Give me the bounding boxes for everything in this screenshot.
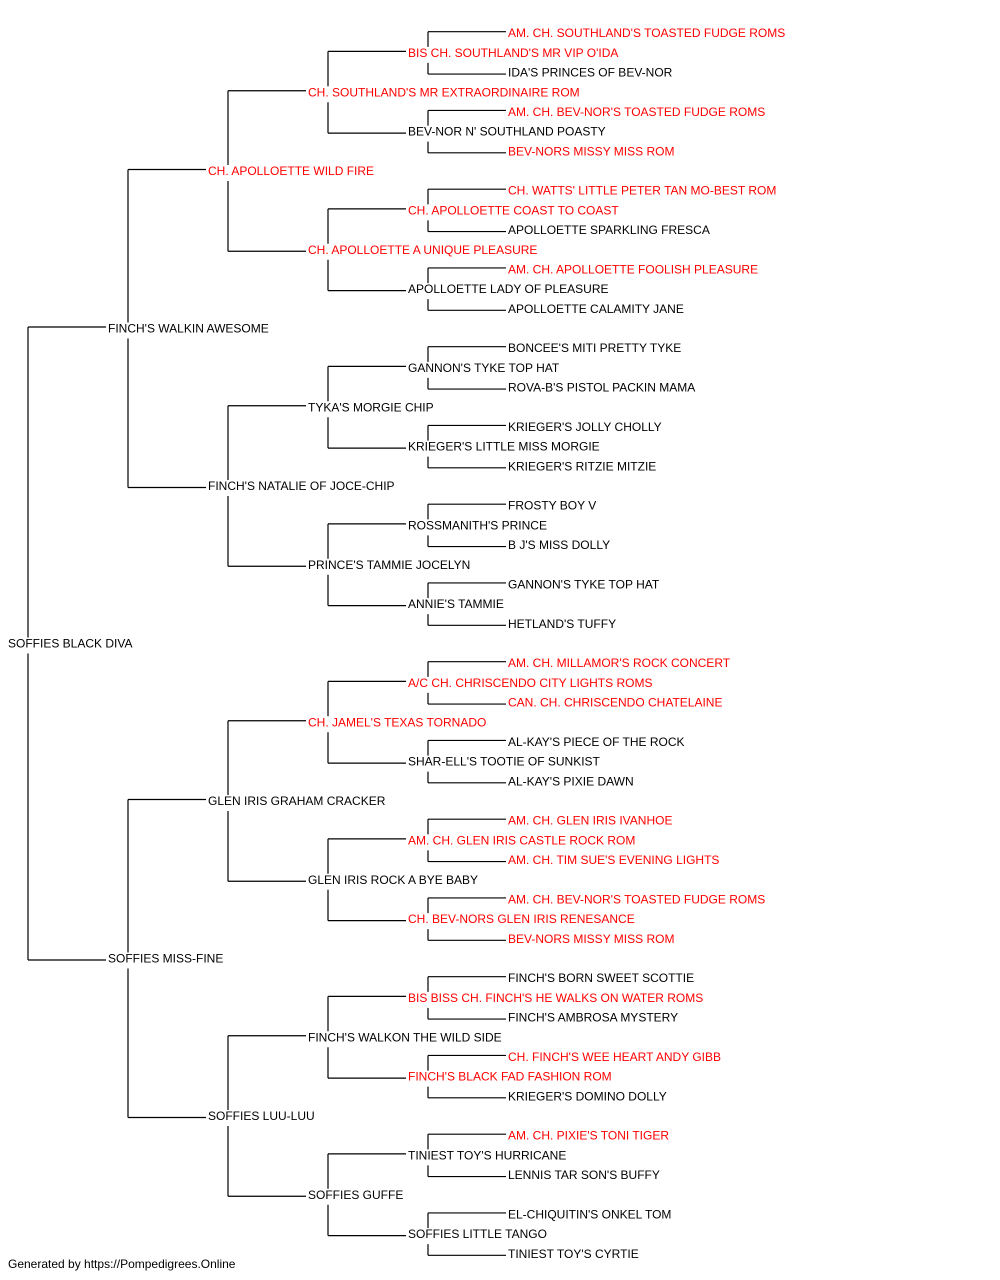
undefined-name: EL-CHIQUITIN'S ONKEL TOM	[508, 1207, 671, 1221]
great-great-grandparent-name: ANNIE'S TAMMIE	[408, 597, 504, 611]
undefined-name: KRIEGER'S JOLLY CHOLLY	[508, 420, 662, 434]
great-grandparent-name: FINCH'S WALKON THE WILD SIDE	[308, 1030, 502, 1044]
undefined-name: BONCEE'S MITI PRETTY TYKE	[508, 341, 681, 355]
great-great-grandparent-name: APOLLOETTE LADY OF PLEASURE	[408, 282, 609, 296]
great-great-grandparent-name: BEV-NOR N' SOUTHLAND POASTY	[408, 125, 606, 139]
footer-credit: Generated by https://Pompedigrees.Online	[8, 1257, 236, 1271]
undefined-name: AM. CH. PIXIE'S TONI TIGER	[508, 1129, 669, 1143]
great-great-grandparent-name: FINCH'S BLACK FAD FASHION ROM	[408, 1070, 612, 1084]
great-great-grandparent-name: AM. CH. GLEN IRIS CASTLE ROCK ROM	[408, 833, 635, 847]
undefined-name: AM. CH. TIM SUE'S EVENING LIGHTS	[508, 853, 719, 867]
undefined-name: CH. WATTS' LITTLE PETER TAN MO-BEST ROM	[508, 184, 776, 198]
undefined-name: LENNIS TAR SON'S BUFFY	[508, 1168, 660, 1182]
undefined-name: AM. CH. BEV-NOR'S TOASTED FUDGE ROMS	[508, 892, 765, 906]
undefined-name: TINIEST TOY'S CYRTIE	[508, 1247, 639, 1261]
great-great-grandparent-name: BIS BISS CH. FINCH'S HE WALKS ON WATER R…	[408, 991, 703, 1005]
undefined-name: AL-KAY'S PIXIE DAWN	[508, 774, 634, 788]
undefined-name: ROVA-B'S PISTOL PACKIN MAMA	[508, 381, 695, 395]
great-great-grandparent-name: CH. BEV-NORS GLEN IRIS RENESANCE	[408, 912, 635, 926]
parent-name: SOFFIES MISS-FINE	[108, 952, 223, 966]
undefined-name: AM. CH. SOUTHLAND'S TOASTED FUDGE ROMS	[508, 26, 785, 40]
great-great-grandparent-name: TINIEST TOY'S HURRICANE	[408, 1148, 566, 1162]
undefined-name: AM. CH. GLEN IRIS IVANHOE	[508, 814, 672, 828]
grandparent-name: SOFFIES LUU-LUU	[208, 1109, 315, 1123]
undefined-name: FINCH'S AMBROSA MYSTERY	[508, 1011, 678, 1025]
undefined-name: B J'S MISS DOLLY	[508, 538, 610, 552]
subject-name: SOFFIES BLACK DIVA	[8, 637, 132, 651]
great-great-grandparent-name: SOFFIES LITTLE TANGO	[408, 1227, 547, 1241]
great-great-grandparent-name: KRIEGER'S LITTLE MISS MORGIE	[408, 440, 600, 454]
pedigree-connectors	[27, 31, 506, 1256]
grandparent-name: CH. APOLLOETTE WILD FIRE	[208, 164, 374, 178]
undefined-name: AM. CH. BEV-NOR'S TOASTED FUDGE ROMS	[508, 105, 765, 119]
undefined-name: BEV-NORS MISSY MISS ROM	[508, 144, 674, 158]
undefined-name: AL-KAY'S PIECE OF THE ROCK	[508, 735, 685, 749]
undefined-name: HETLAND'S TUFFY	[508, 617, 616, 631]
great-great-grandparent-name: ROSSMANITH'S PRINCE	[408, 518, 547, 532]
great-great-grandparent-name: GANNON'S TYKE TOP HAT	[408, 361, 560, 375]
undefined-name: FROSTY BOY V	[508, 499, 596, 513]
undefined-name: BEV-NORS MISSY MISS ROM	[508, 932, 674, 946]
great-grandparent-name: CH. APOLLOETTE A UNIQUE PLEASURE	[308, 243, 537, 257]
great-great-grandparent-name: SHAR-ELL'S TOOTIE OF SUNKIST	[408, 755, 601, 769]
grandparent-name: GLEN IRIS GRAHAM CRACKER	[208, 794, 386, 808]
great-grandparent-name: SOFFIES GUFFE	[308, 1188, 403, 1202]
undefined-name: CH. FINCH'S WEE HEART ANDY GIBB	[508, 1050, 721, 1064]
great-grandparent-name: TYKA'S MORGIE CHIP	[308, 400, 434, 414]
undefined-name: KRIEGER'S RITZIE MITZIE	[508, 459, 656, 473]
great-grandparent-name: CH. SOUTHLAND'S MR EXTRAORDINAIRE ROM	[308, 85, 580, 99]
undefined-name: APOLLOETTE SPARKLING FRESCA	[508, 223, 710, 237]
undefined-name: AM. CH. MILLAMOR'S ROCK CONCERT	[508, 656, 731, 670]
great-grandparent-name: PRINCE'S TAMMIE JOCELYN	[308, 558, 470, 572]
pedigree-labels: SOFFIES BLACK DIVA FINCH'S WALKIN AWESOME…	[8, 26, 785, 1261]
grandparent-name: FINCH'S NATALIE OF JOCE-CHIP	[208, 479, 395, 493]
great-great-grandparent-name: BIS CH. SOUTHLAND'S MR VIP O'IDA	[408, 46, 618, 60]
undefined-name: GANNON'S TYKE TOP HAT	[508, 577, 660, 591]
great-great-grandparent-name: CH. APOLLOETTE COAST TO COAST	[408, 203, 619, 217]
undefined-name: CAN. CH. CHRISCENDO CHATELAINE	[508, 696, 722, 710]
great-grandparent-name: CH. JAMEL'S TEXAS TORNADO	[308, 715, 486, 729]
great-grandparent-name: GLEN IRIS ROCK A BYE BABY	[308, 873, 478, 887]
parent-name: FINCH'S WALKIN AWESOME	[108, 322, 269, 336]
undefined-name: APOLLOETTE CALAMITY JANE	[508, 302, 684, 316]
great-great-grandparent-name: A/C CH. CHRISCENDO CITY LIGHTS ROMS	[408, 676, 652, 690]
undefined-name: IDA'S PRINCES OF BEV-NOR	[508, 66, 673, 80]
undefined-name: AM. CH. APOLLOETTE FOOLISH PLEASURE	[508, 262, 758, 276]
undefined-name: FINCH'S BORN SWEET SCOTTIE	[508, 971, 694, 985]
undefined-name: KRIEGER'S DOMINO DOLLY	[508, 1089, 667, 1103]
